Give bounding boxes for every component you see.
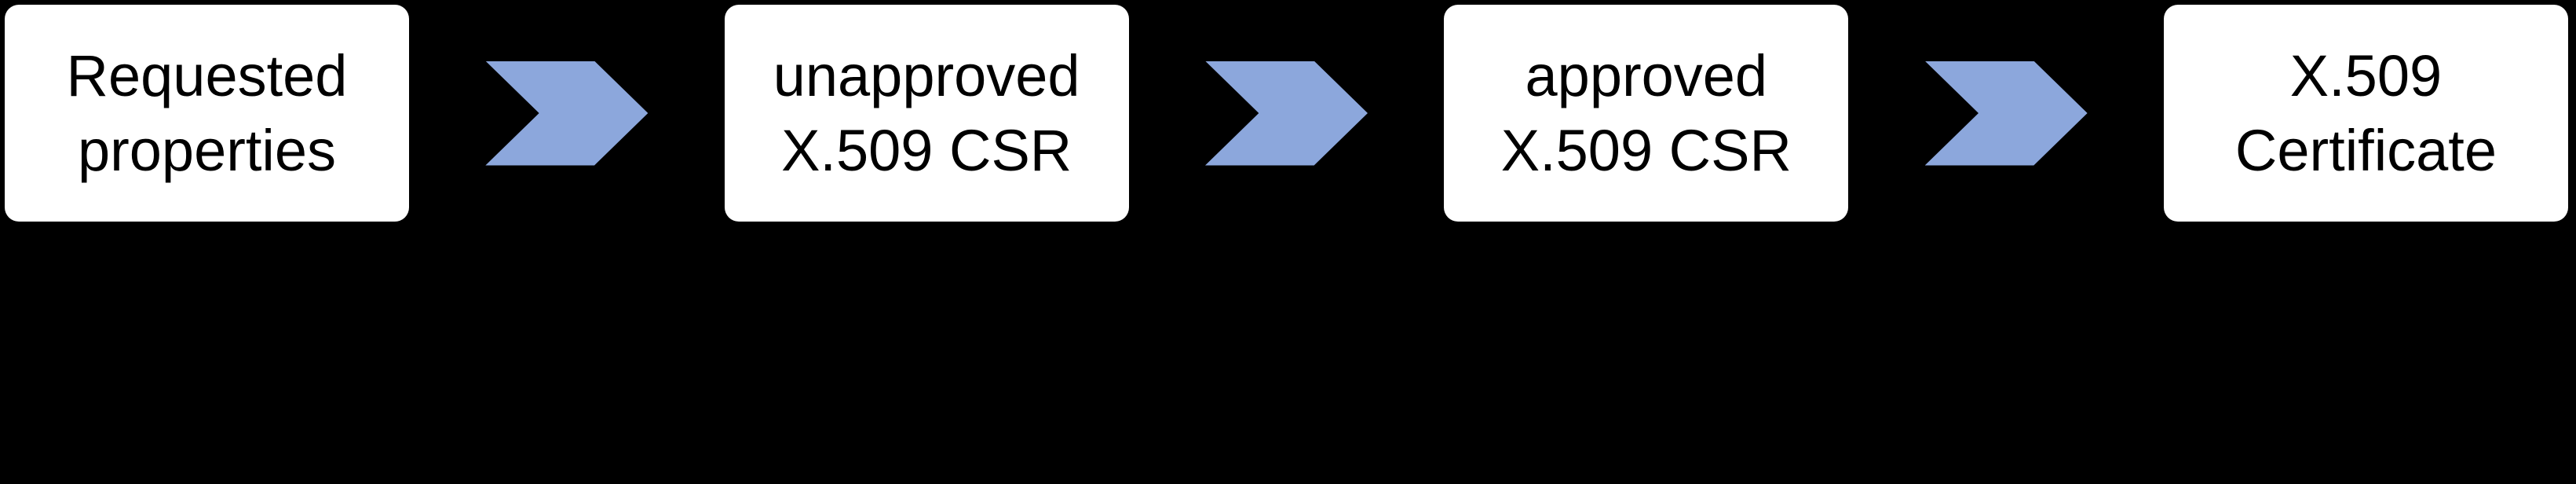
step-box-x509-certificate: X.509 Certificate	[2163, 5, 2568, 222]
step-box-approved-csr: approved X.509 CSR	[1444, 5, 1849, 222]
step-label-line: approved	[1525, 43, 1768, 108]
chevron-right-arrow-icon	[485, 60, 649, 166]
chevron-right-arrow-icon	[1924, 60, 2088, 166]
step-label-line: Certificate	[2234, 118, 2497, 183]
step-label-line: unapproved	[773, 43, 1080, 108]
step-box-requested-properties: Requested properties	[5, 5, 409, 222]
step-label-line: X.509 CSR	[781, 118, 1072, 183]
step-label-line: properties	[77, 118, 337, 183]
certificate-request-flow-diagram: Requested properties unapproved X.509 CS…	[5, 5, 2568, 222]
step-label-line: Requested	[66, 43, 348, 108]
step-label-line: X.509 CSR	[1500, 118, 1792, 183]
chevron-right-arrow-icon	[1204, 60, 1368, 166]
step-label-line: X.509	[2289, 43, 2443, 108]
step-box-unapproved-csr: unapproved X.509 CSR	[724, 5, 1129, 222]
